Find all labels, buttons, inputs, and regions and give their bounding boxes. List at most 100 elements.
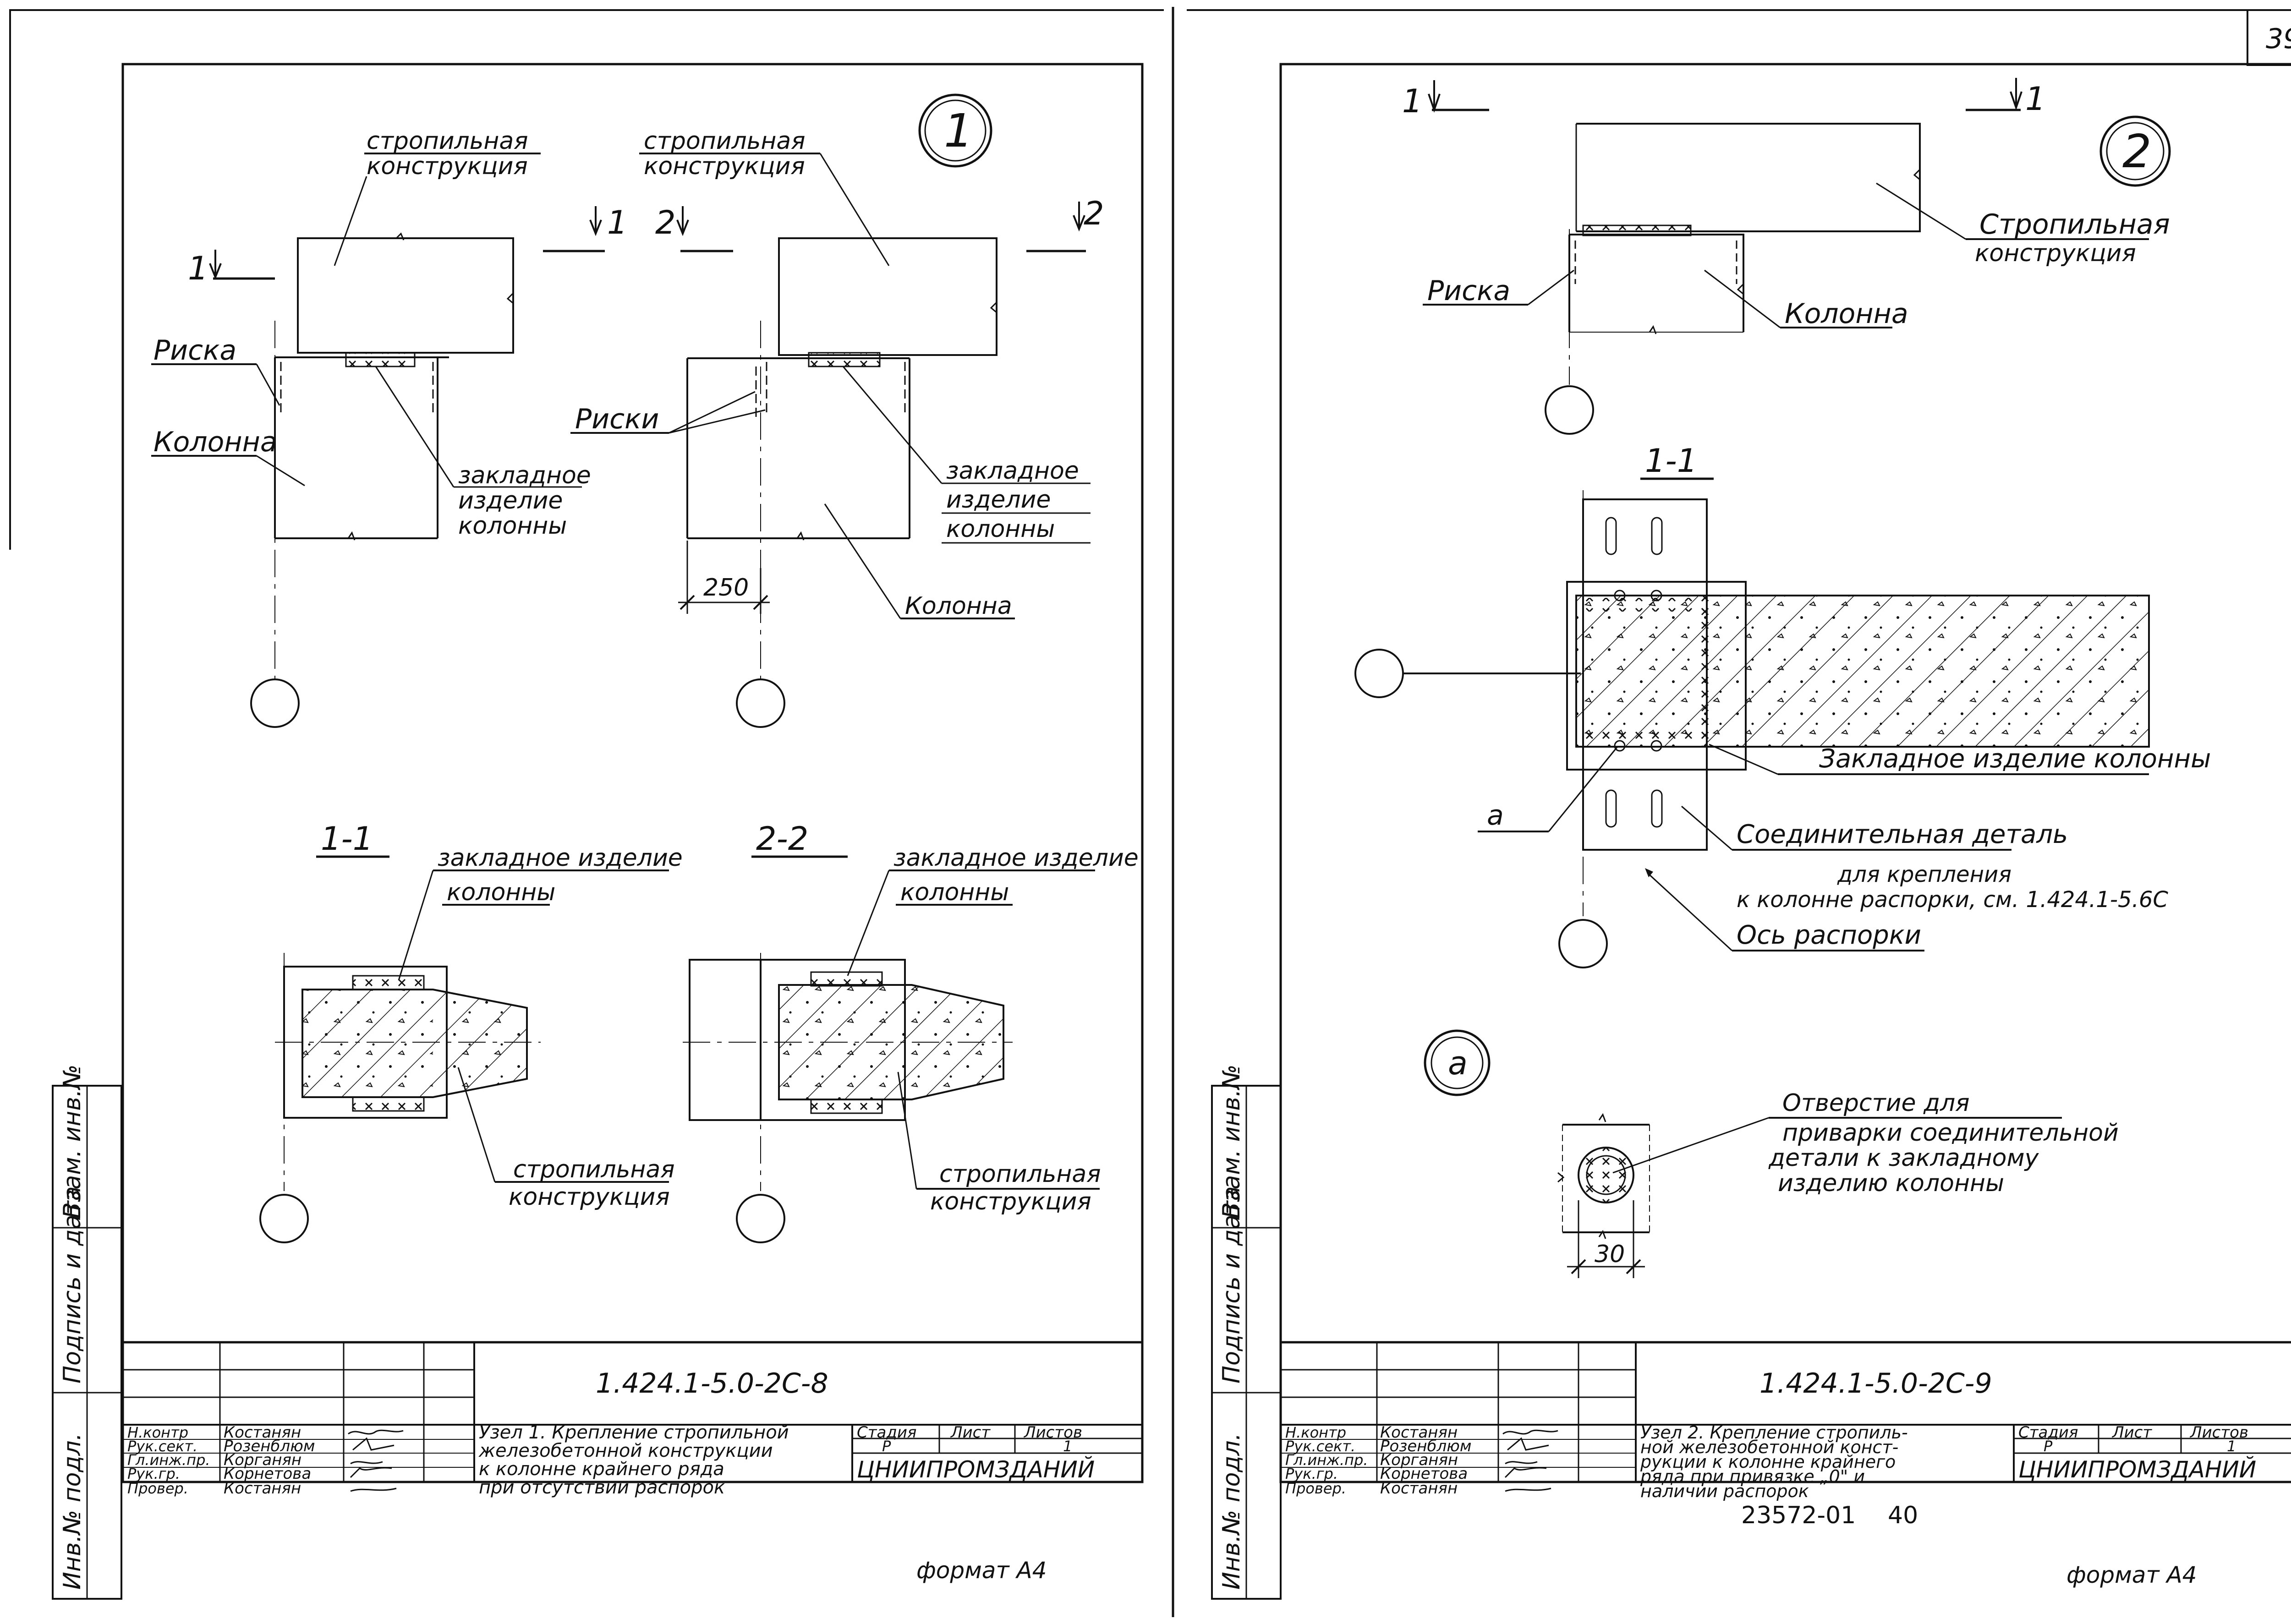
section-2-2-plan: 2-2 закладное изделие колонны стропильна… [683,820,1139,1243]
inventory-number: 23572-01 [1741,1502,1856,1529]
right-title-block: 1.424.1-5.0-2С-9 Н.контр Рук.сект. Гл.ин… [1279,1341,2291,1501]
name-4: Корнетова [224,1465,311,1483]
r-desc-2: ной железобетонной конст- [1640,1437,1898,1457]
s1-embedded-1: закладное изделие [438,844,683,872]
detail-a-label-4: изделию колонны [1778,1170,2004,1197]
r-name-1: Костанян [1380,1423,1458,1442]
section-1-left: 1 [188,250,208,287]
r-desc-4: ряда при привязке „0" и [1640,1466,1865,1487]
detail-a-mark: а [1448,1044,1468,1082]
svg-text:1: 1 [944,104,973,158]
section-1-1-title: 1-1 [321,820,373,858]
role-4: Рук.гр. [127,1465,180,1482]
r-role-5: Провер. [1285,1480,1346,1497]
section-2-right: 2 [1084,195,1104,232]
r-axis-label: Ось распорки [1737,920,1921,950]
r-rafter-1: Стропильная [1979,208,2170,241]
rafter-label-2a: стропильная [644,127,806,155]
node-2-section-1-1: 1-1 Закладное изделие колонны Соединител… [1354,442,2211,968]
right-side-stamp: Инв.№ подл. Подпись и дата Взам. инв.№ [1211,1064,1282,1600]
detail-a: а 30 Отверстие для приварки соединительн… [1424,1029,2119,1278]
r-stage-value: Р [2044,1438,2053,1455]
node-2-elevation: 1 1 Риска Стропильная конструкция Колонн… [1402,78,2170,435]
r-role-4: Рук.гр. [1285,1465,1338,1482]
r-signatures [1502,1429,1558,1492]
sheets-header: Листов [1023,1423,1082,1442]
column-label-r: Колонна [905,592,1012,620]
svg-text:2: 2 [2122,125,2152,178]
side-stamp-right-1: Инв.№ подл. [1218,1433,1245,1590]
desc-1: Узел 1. Крепление стропильной [479,1422,789,1443]
detail-a-label-3: детали к закладному [1768,1144,2039,1172]
r-connector-note-2: к колонне распорки, см. 1.424.1-5.6С [1737,887,2168,913]
section-2-2-title: 2-2 [756,820,808,858]
r-section-left: 1 [1402,82,1423,120]
r-connector-label: Соединительная деталь [1737,820,2068,849]
r-connector-note-1: для крепления [1837,862,2011,887]
s2-rafter-2: конструкция [930,1188,1091,1215]
rafter-label-1a: стропильная [367,127,528,155]
desc-4: при отсутствии распорок [479,1477,725,1498]
r-name-5: Костанян [1380,1479,1458,1498]
r-desc-1: Узел 2. Крепление стропиль- [1640,1422,1908,1443]
detail-a-label-1: Отверстие для [1782,1089,1970,1117]
r-mark-label: Риска [1427,275,1510,307]
mark-label: Риска [153,334,236,366]
r-name-2: Розенблюм [1380,1437,1472,1455]
desc-3: к колонне крайнего ряда [479,1459,724,1480]
sheet-value: 1 [1063,1438,1072,1455]
embedded-label-1: закладное [458,462,591,489]
node-mark-1: 1 [918,93,992,168]
dimension-30: 30 [1595,1241,1625,1268]
rafter-label-2b: конструкция [644,153,805,180]
rafter-label-1b: конструкция [367,153,528,180]
column-label: Колонна [153,426,277,458]
section-2-left: 2 [655,204,676,241]
desc-2: железобетонной конструкции [478,1440,773,1461]
r-section-right: 1 [2025,80,2046,118]
embedded-label-r1: закладное [946,457,1079,485]
inventory-page: 40 [1888,1502,1918,1529]
format-left: формат А4 [916,1557,1047,1584]
embedded-label-r3: колонны [946,515,1055,543]
role-1: Н.контр [127,1424,188,1441]
side-stamp-right-2: Подпись и дата [1218,1186,1245,1383]
organization-right: ЦНИИПРОМЗДАНИЙ [2018,1456,2256,1483]
r-column-label: Колонна [1785,298,1908,330]
name-2: Розенблюм [224,1437,315,1455]
dimension-250: 250 [703,574,749,601]
doc-code-left: 1.424.1-5.0-2С-8 [596,1367,828,1400]
role-5: Провер. [127,1480,188,1497]
right-elevation-detail: стропильная конструкция 2 2 Риски заклад… [570,127,1104,728]
r-rafter-2: конструкция [1975,240,2136,267]
doc-code-right: 1.424.1-5.0-2С-9 [1759,1367,1992,1400]
section-1-right: 1 [607,204,628,241]
embedded-label-3: колонны [458,512,567,540]
s1-embedded-2: колонны [447,879,555,906]
marks-label: Риски [575,403,659,435]
sheet-header: Лист [950,1423,991,1442]
r-role-1: Н.контр [1285,1424,1346,1441]
r-callout-a: а [1487,799,1504,831]
stage-header: Стадия [857,1423,916,1442]
r-sheet-header: Лист [2111,1423,2152,1442]
s1-rafter-1: стропильная [513,1156,675,1183]
r-sheets-header: Листов [2189,1423,2248,1442]
r-sheet-value: 1 [2227,1438,2236,1455]
left-side-stamp: Инв.№ подл. Подпись и дата Взам. инв.№ [52,1064,122,1600]
node-mark-2: 2 [2099,115,2171,187]
s2-embedded-2: колонны [900,879,1009,906]
r-desc-5: наличии распорок [1640,1481,1809,1501]
stage-value: Р [882,1438,891,1455]
side-stamp-left-3: Взам. инв.№ [59,1064,86,1219]
role-2: Рук.сект. [127,1438,197,1455]
left-frame [121,63,1144,1483]
format-right: формат А4 [2066,1562,2197,1588]
side-stamp-left-1: Инв.№ подл. [59,1433,86,1590]
section-1-1-plan: 1-1 закладное изделие колонны стропильна… [259,820,683,1243]
r-name-4: Корнетова [1380,1465,1468,1483]
role-3: Гл.инж.пр. [127,1451,210,1469]
signatures [348,1429,404,1492]
organization-left: ЦНИИПРОМЗДАНИЙ [857,1456,1095,1483]
